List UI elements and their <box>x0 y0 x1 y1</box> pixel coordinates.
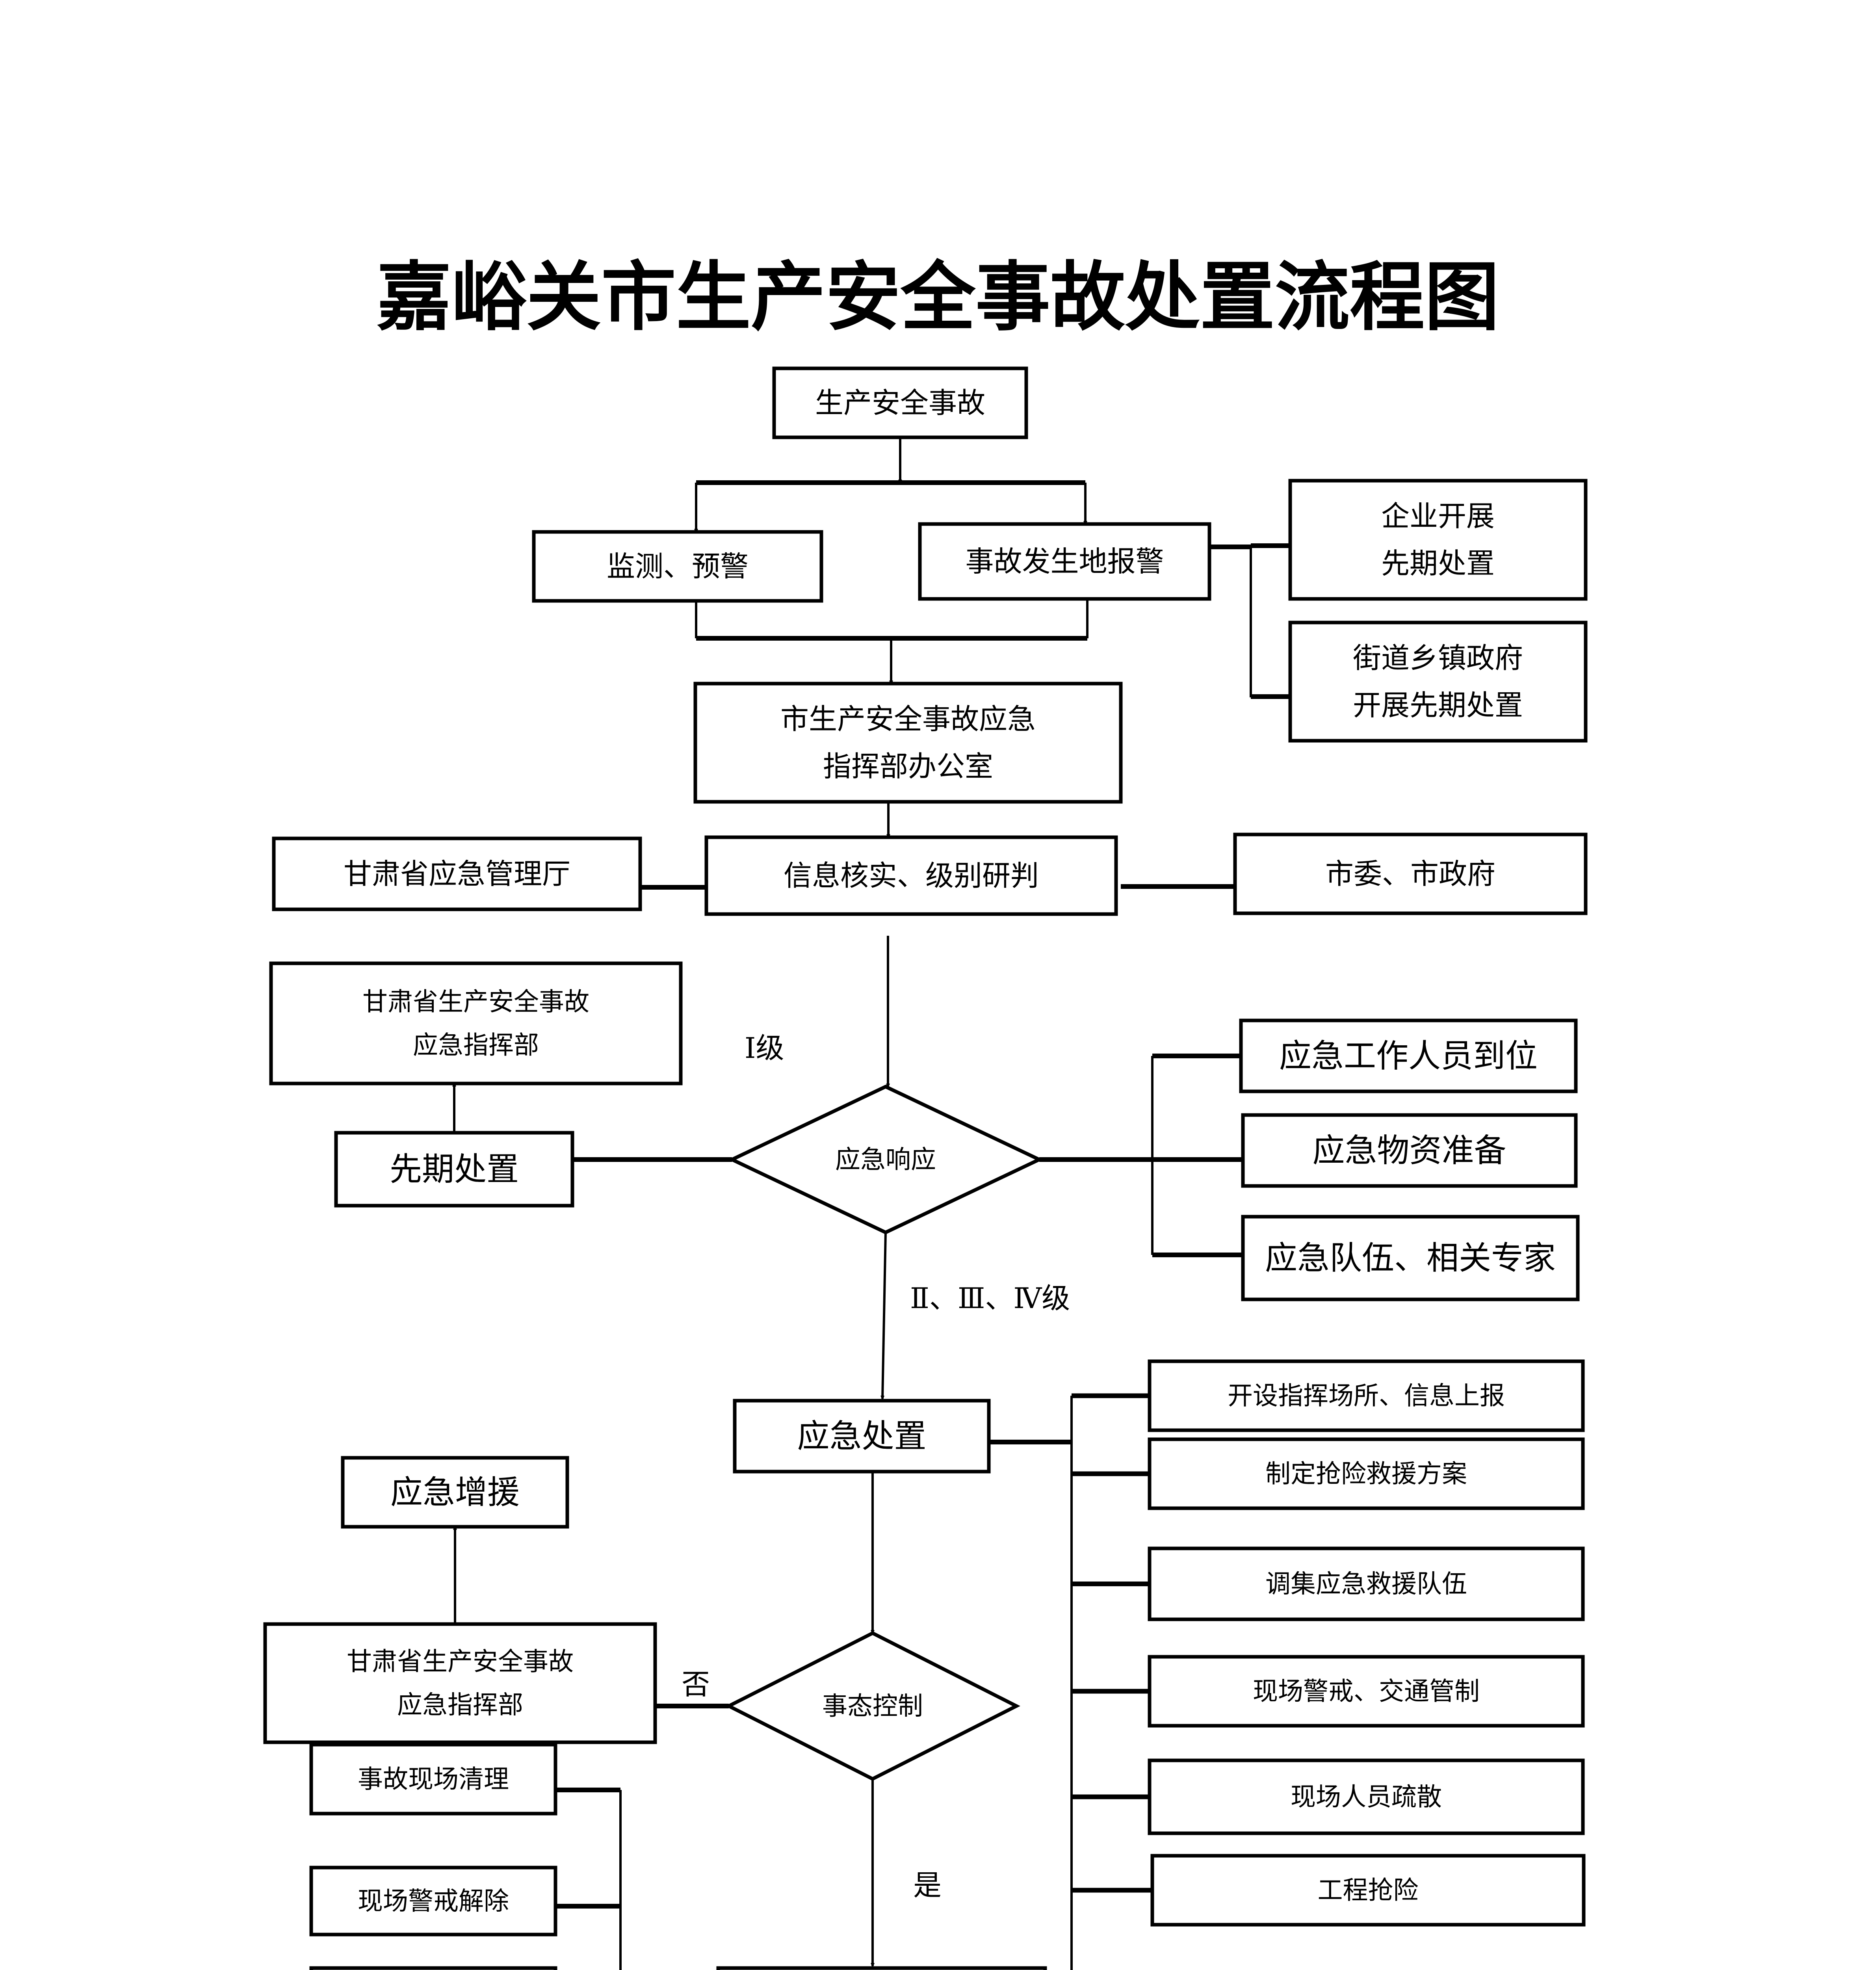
node-province-emergency-dept-label: 甘肃省应急管理厅 <box>344 857 570 890</box>
node-street-town-initial-label: 开展先期处置 <box>1353 689 1523 722</box>
node-city-office-label: 指挥部办公室 <box>823 750 993 783</box>
node-enterprise-initial-label: 先期处置 <box>1381 547 1495 580</box>
node-local-alarm <box>918 522 1211 601</box>
node-province-hq-2 <box>263 1622 657 1744</box>
node-province-hq-2-label: 应急指挥部 <box>397 1691 523 1720</box>
node-staff-in-place-label: 应急工作人员到位 <box>1279 1037 1538 1075</box>
node-enterprise-initial <box>1288 479 1588 601</box>
node-teams-experts-label: 应急队伍、相关专家 <box>1265 1240 1556 1277</box>
node-situation-control <box>725 1631 1020 1781</box>
node-disposal-action <box>1148 1758 1585 1835</box>
node-info-verify <box>704 835 1118 916</box>
node-post-action <box>309 1966 557 1970</box>
node-disposal-action <box>1148 1437 1585 1510</box>
node-disposal-action <box>1148 1359 1585 1432</box>
edge-label-level-2-4: Ⅱ、Ⅲ、Ⅳ级 <box>910 1282 1070 1315</box>
page-title: 嘉峪关市生产安全事故处置流程图 <box>377 253 1499 341</box>
node-monitoring <box>532 530 823 603</box>
node-province-hq-1-label: 应急指挥部 <box>413 1031 539 1060</box>
node-post-action <box>309 1743 557 1816</box>
node-materials-ready-label: 应急物资准备 <box>1312 1132 1506 1169</box>
shapes: 生产安全事故监测、预警事故发生地报警企业开展先期处置街道乡镇政府开展先期处置市生… <box>263 366 1588 1970</box>
node-accident <box>772 366 1028 439</box>
node-post-action <box>309 1866 557 1937</box>
node-street-town-initial <box>1288 621 1588 743</box>
node-disposal-action <box>1148 1655 1585 1728</box>
merge-drops <box>695 599 1088 638</box>
node-emergency-response <box>728 1085 1044 1234</box>
node-reinforcement <box>341 1456 569 1529</box>
edge-label-level-1: Ⅰ级 <box>745 1031 784 1065</box>
node-city-office-label: 市生产安全事故应急 <box>780 703 1036 736</box>
node-disposal-action <box>1150 1854 1586 1927</box>
node-enterprise-initial-label: 企业开展 <box>1381 500 1495 533</box>
node-staff-in-place <box>1239 1018 1578 1093</box>
node-emergency-response-label: 应急响应 <box>835 1145 936 1175</box>
connectors <box>454 437 1290 1970</box>
node-province-hq-2-label: 甘肃省生产安全事故 <box>347 1647 574 1676</box>
node-post-action-label: 现场警戒解除 <box>358 1887 509 1916</box>
node-emergency-disposal <box>733 1399 991 1474</box>
node-disposal-action-label: 现场人员疏散 <box>1291 1783 1442 1812</box>
node-info-verify-label: 信息核实、级别研判 <box>784 859 1039 892</box>
node-disposal-action <box>1148 1546 1585 1621</box>
node-local-alarm-label: 事故发生地报警 <box>965 545 1164 578</box>
node-province-emergency-dept <box>272 836 642 911</box>
node-accident-label: 生产安全事故 <box>815 387 985 420</box>
node-materials-ready <box>1241 1113 1578 1188</box>
node-situation-control-label: 事态控制 <box>822 1692 923 1721</box>
node-emergency-disposal-label: 应急处置 <box>797 1418 926 1455</box>
node-monitoring-label: 监测、预警 <box>607 550 749 583</box>
arrow-to-emergency-disposal <box>882 1232 887 1399</box>
node-disposal-action-label: 现场警戒、交通管制 <box>1253 1677 1480 1706</box>
node-post-disposal <box>716 1966 1047 1970</box>
node-disposal-action-label: 工程抢险 <box>1318 1876 1419 1905</box>
node-province-hq-1-label: 甘肃省生产安全事故 <box>362 988 589 1017</box>
node-initial-disposal-label: 先期处置 <box>390 1151 519 1188</box>
node-city-office <box>693 682 1123 804</box>
node-teams-experts <box>1241 1215 1580 1301</box>
node-province-hq-1 <box>269 961 683 1085</box>
node-post-action-label: 事故现场清理 <box>358 1765 509 1794</box>
node-disposal-action-label: 调集应急救援队伍 <box>1265 1570 1467 1599</box>
node-disposal-action-label: 制定抢险救援方案 <box>1265 1460 1467 1489</box>
node-initial-disposal <box>334 1131 574 1208</box>
node-city-committee-gov-label: 市委、市政府 <box>1325 857 1495 890</box>
node-street-town-initial-label: 街道乡镇政府 <box>1353 641 1523 675</box>
edge-label-no: 否 <box>682 1668 710 1701</box>
node-city-committee-gov <box>1233 833 1588 915</box>
node-disposal-action-label: 开设指挥场所、信息上报 <box>1228 1382 1505 1411</box>
node-reinforcement-label: 应急增援 <box>390 1474 520 1511</box>
edge-label-yes: 是 <box>913 1869 942 1902</box>
